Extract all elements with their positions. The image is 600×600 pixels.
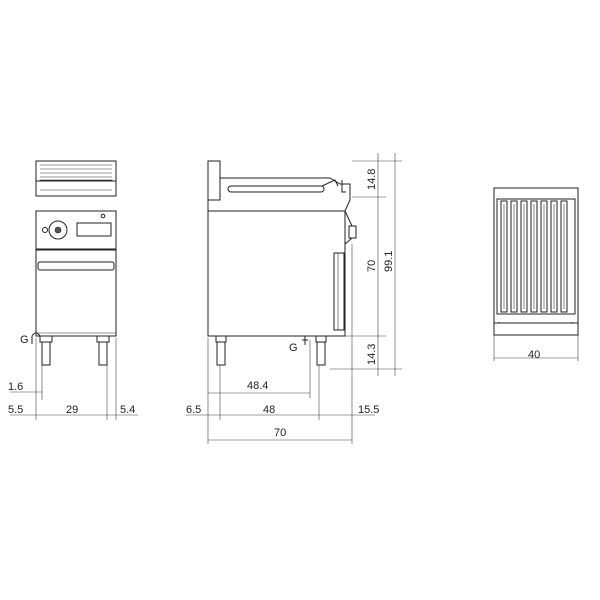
side-dim-bottom: 14.3 <box>366 344 378 365</box>
front-grill-base <box>35 180 117 197</box>
side-dim-body: 70 <box>366 260 378 272</box>
indicator-icon <box>100 213 106 219</box>
top-dim-width: 40 <box>528 349 540 361</box>
side-hook-icon <box>341 180 346 193</box>
side-foot-front-top <box>315 335 327 343</box>
ignition-button-icon <box>42 227 48 233</box>
front-dim-left: 5.5 <box>8 404 23 416</box>
side-gas-label: G <box>289 342 298 354</box>
side-dim-inner-depth: 48.4 <box>247 380 268 392</box>
side-knob-icon <box>348 225 357 239</box>
side-view: G 14.8 70 99.1 14.3 48.4 6.5 48 15.5 70 <box>186 153 402 444</box>
front-dim-width: 29 <box>66 404 78 416</box>
front-foot-left <box>41 341 51 366</box>
front-foot-right-top <box>96 335 110 343</box>
side-grill-bar <box>227 185 325 193</box>
side-door-edge <box>333 252 345 331</box>
front-foot-left-top <box>39 335 53 343</box>
top-grill-marks <box>503 204 565 309</box>
front-door-handle <box>37 261 115 271</box>
front-gas-inlet-icon <box>31 332 41 344</box>
front-gas-label: G <box>20 334 29 346</box>
side-gas-inlet-icon <box>302 336 308 345</box>
front-dim-foot: 1.6 <box>8 381 23 393</box>
top-front-panel <box>493 322 579 336</box>
side-dim-right: 15.5 <box>358 404 379 416</box>
side-cabinet <box>207 210 346 337</box>
side-foot-back <box>216 341 226 366</box>
side-foot-back-top <box>215 335 227 343</box>
front-grill-bars <box>40 164 112 178</box>
side-dim-total-height: 99.1 <box>383 251 395 272</box>
side-dim-depth: 48 <box>263 404 275 416</box>
side-grill-tab <box>321 179 339 187</box>
front-grill-top <box>35 160 117 182</box>
side-dim-total-depth: 70 <box>274 427 286 439</box>
side-dim-top: 14.8 <box>366 169 378 190</box>
side-foot-front <box>316 341 326 366</box>
knob-center <box>54 226 62 234</box>
top-view: 40 <box>493 187 579 361</box>
front-foot-right <box>98 341 108 366</box>
front-badge-plate <box>76 222 112 237</box>
front-dim-right: 5.4 <box>120 404 135 416</box>
front-view: G 1.6 5.5 29 5.4 <box>8 160 138 420</box>
side-dim-left: 6.5 <box>186 404 201 416</box>
